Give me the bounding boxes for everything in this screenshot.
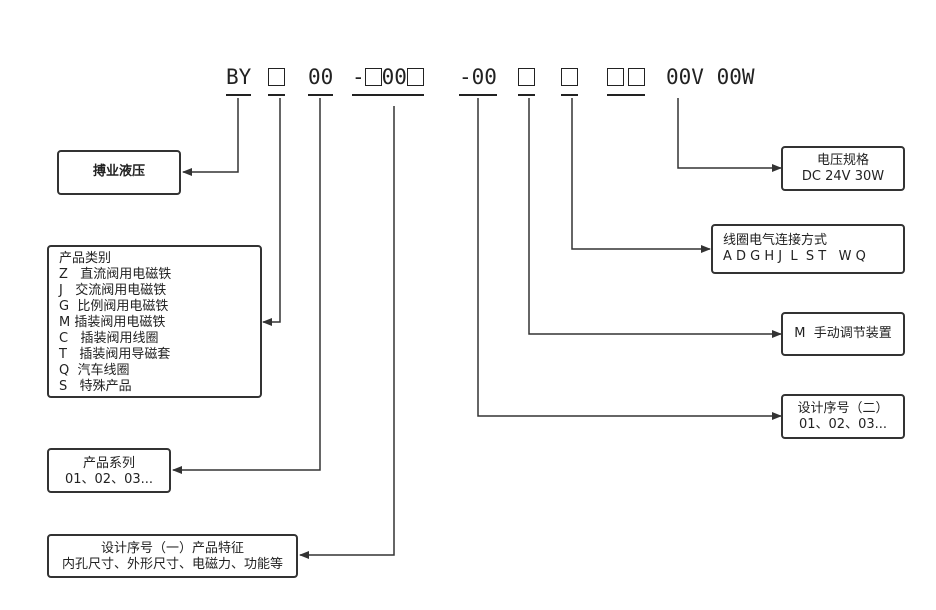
code-voltage: 00V 00W <box>666 62 755 94</box>
code-design1-digits: 00 <box>381 65 407 89</box>
code-by: BY <box>226 62 252 96</box>
category-item: Q 汽车线圈 <box>59 363 130 378</box>
line-by-to-manufacturer <box>182 98 239 176</box>
code-voltage-v: 00V <box>666 65 704 89</box>
placeholder-box <box>518 68 535 86</box>
design2-title: 设计序号（二） <box>797 401 889 416</box>
line-series-to-series <box>172 98 321 474</box>
code-connection-placeholder <box>561 62 578 96</box>
box-voltage: 电压规格 DC 24V 30W <box>781 146 905 191</box>
code-design2: -00 <box>459 62 497 96</box>
code-manual-placeholder <box>518 62 535 96</box>
placeholder-box <box>268 68 285 86</box>
box-manual: M 手动调节装置 <box>781 312 905 356</box>
box-category: 产品类别 Z 直流阀用电磁铁 J 交流阀用电磁铁 G 比例阀用电磁铁 M 插装阀… <box>47 245 262 398</box>
placeholder-box <box>628 68 645 86</box>
voltage-title: 电压规格 <box>816 153 869 168</box>
box-series: 产品系列 01、02、03... <box>47 448 171 493</box>
dash-text: - <box>352 65 365 89</box>
code-design1: -00 <box>352 62 424 96</box>
design2-detail: 01、02、03... <box>798 417 888 432</box>
series-detail: 01、02、03... <box>64 472 154 487</box>
code-voltage-w: 00W <box>716 65 755 89</box>
code-series: 00 <box>308 62 334 96</box>
category-item: S 特殊产品 <box>59 379 132 394</box>
box-manufacturer: 搏业液压 <box>57 150 181 195</box>
category-item: Z 直流阀用电磁铁 <box>59 267 172 282</box>
design1-detail: 内孔尺寸、外形尺寸、电磁力、功能等 <box>61 557 283 572</box>
line-type-to-category <box>262 98 281 326</box>
manual-title: M 手动调节装置 <box>794 326 892 341</box>
placeholder-box <box>406 68 424 86</box>
voltage-detail: DC 24V 30W <box>801 169 885 184</box>
design1-title: 设计序号（一）产品特征 <box>100 541 244 556</box>
category-item: M 插装阀用电磁铁 <box>59 315 166 330</box>
line-voltage <box>677 98 782 172</box>
placeholder-box <box>561 68 578 86</box>
category-item: C 插装阀用线圈 <box>59 331 159 346</box>
code-type-placeholder <box>268 62 285 96</box>
category-item: J 交流阀用电磁铁 <box>59 283 167 298</box>
category-item: T 插装阀用导磁套 <box>59 347 171 362</box>
box-coil-connection: 线圈电气连接方式 A D G H J L S T W Q <box>711 224 905 274</box>
code-double-placeholder <box>607 62 645 96</box>
manufacturer-title: 搏业液压 <box>92 164 145 179</box>
category-title: 产品类别 <box>59 251 112 266</box>
line-design2 <box>477 98 782 420</box>
category-item: G 比例阀用电磁铁 <box>59 299 169 314</box>
series-title: 产品系列 <box>82 456 135 471</box>
line-manual <box>528 98 782 338</box>
line-coil-connection <box>571 98 711 253</box>
box-design2: 设计序号（二） 01、02、03... <box>781 394 905 439</box>
line-design1 <box>299 106 395 559</box>
placeholder-box <box>364 68 382 86</box>
box-design1: 设计序号（一）产品特征 内孔尺寸、外形尺寸、电磁力、功能等 <box>47 534 298 578</box>
coil-connection-title: 线圈电气连接方式 <box>723 233 828 248</box>
placeholder-box <box>607 68 624 86</box>
coil-connection-detail: A D G H J L S T W Q <box>723 249 866 264</box>
